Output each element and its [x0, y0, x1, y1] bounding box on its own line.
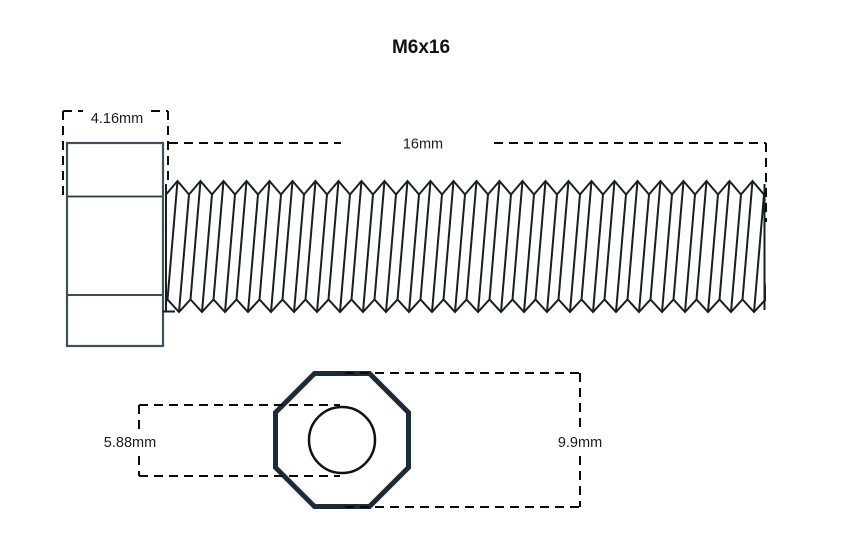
thread-crest-top [165, 179, 766, 197]
dim-hole-diameter-label: 5.88mm [104, 435, 156, 451]
page-title: M6x16 [392, 37, 450, 58]
shank-circle [307, 405, 377, 475]
bolt-top-view [273, 371, 411, 509]
dim-head-width: 9.9mm [345, 372, 602, 508]
dim-head-width-label: 9.9mm [558, 435, 602, 451]
dim-hole-diameter: 5.88mm [104, 404, 340, 477]
bolt-threads [165, 179, 766, 314]
dim-length-label: 16mm [403, 137, 443, 153]
dim-head-height: 4.16mm [62, 110, 169, 199]
bolt-side-view [65, 141, 766, 348]
dim-length: 16mm [169, 137, 767, 222]
bolt-head-side [65, 141, 165, 348]
dim-head-height-label: 4.16mm [91, 111, 143, 127]
thread-flanks [166, 180, 766, 313]
